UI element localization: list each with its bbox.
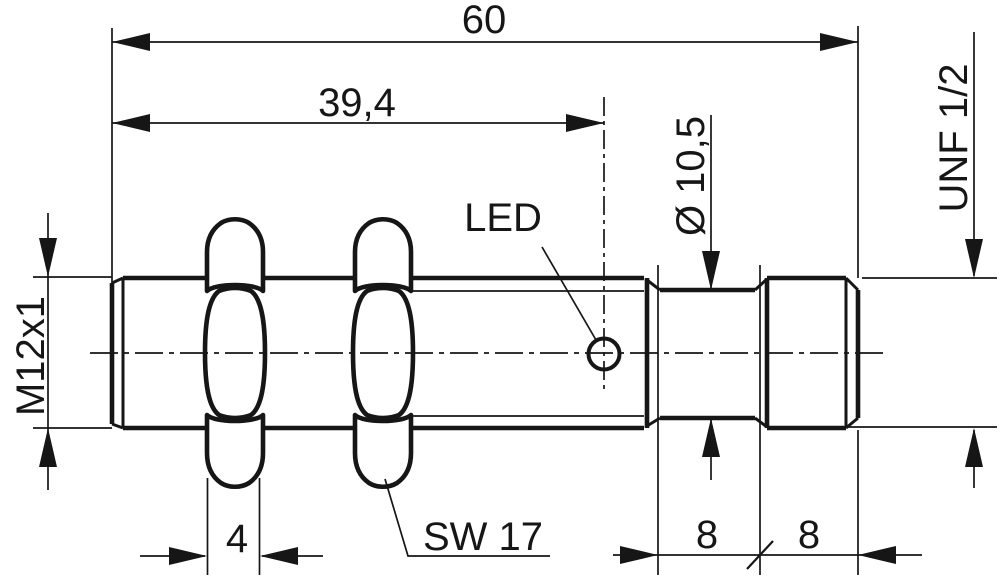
neck-outline <box>660 287 755 421</box>
dim-body-thread: M12x1 <box>9 213 112 490</box>
led-leader-line <box>541 246 597 341</box>
wrench-size-label: SW 17 <box>423 515 543 559</box>
dim-connector-length-label: 8 <box>798 513 820 557</box>
dim-tick-slash <box>746 540 774 570</box>
dim-overall-length: 60 <box>111 0 859 283</box>
dim-body-thread-label: M12x1 <box>9 296 53 416</box>
dim-connector-thread: UNF 1/2 <box>848 32 997 488</box>
hex-nut-2 <box>350 216 416 490</box>
dim-neck-length-label: 8 <box>696 513 718 557</box>
dim-length-to-led-label: 39,4 <box>318 81 396 125</box>
dim-connector-thread-label: UNF 1/2 <box>932 64 976 213</box>
dim-neck-and-connector-length: 8 8 <box>613 265 922 575</box>
led-label: LED <box>464 196 542 240</box>
led-indicator <box>586 336 622 372</box>
wrench-size-callout: SW 17 <box>384 478 550 559</box>
hex-nut-1 <box>202 216 268 490</box>
dim-overall-length-label: 60 <box>462 0 507 42</box>
dim-nut-thickness-label: 4 <box>226 517 248 561</box>
dim-length-to-led: 39,4 <box>112 81 604 132</box>
dim-neck-diameter: Ø 10,5 <box>669 115 720 480</box>
housing-inner-edges <box>413 290 644 417</box>
dim-neck-diameter-label: Ø 10,5 <box>669 116 713 236</box>
dim-nut-thickness: 4 <box>140 478 323 575</box>
connector-outline <box>753 275 861 431</box>
